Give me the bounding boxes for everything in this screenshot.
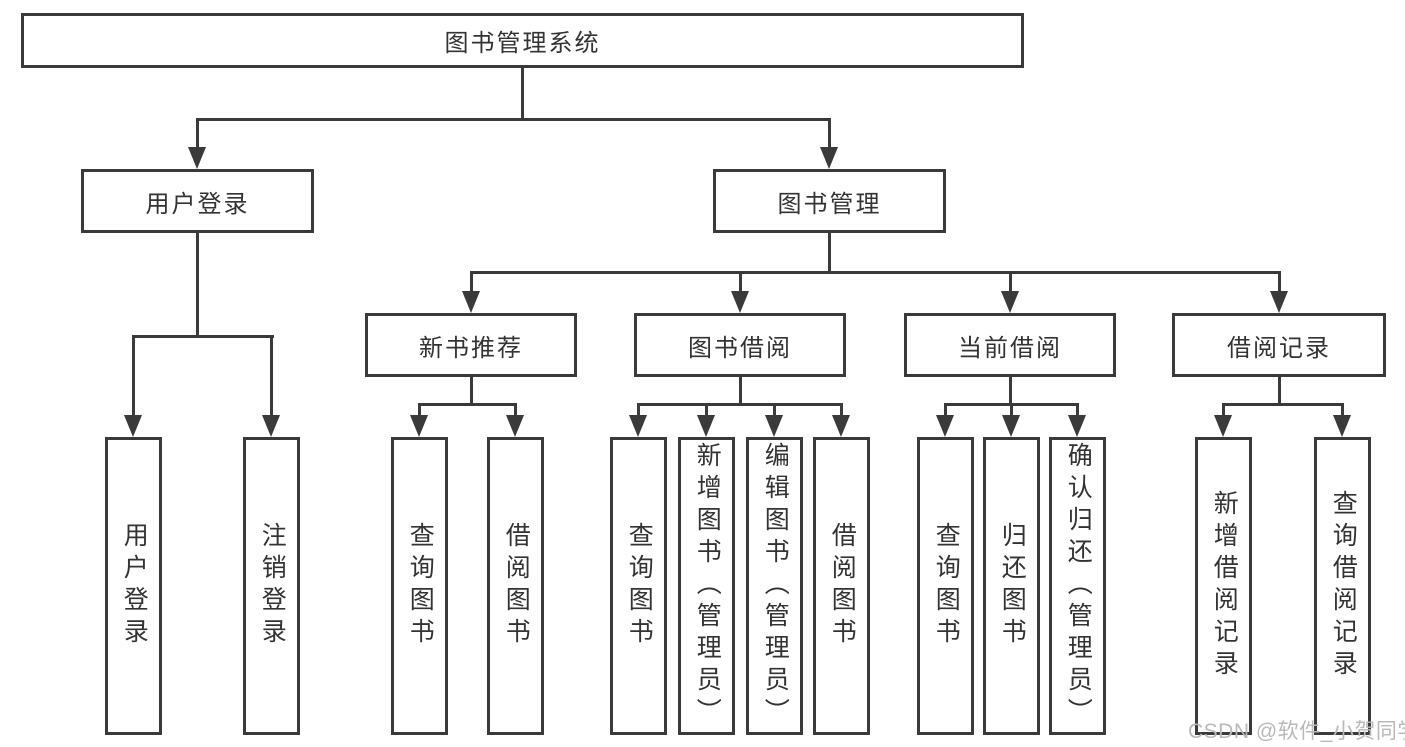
connector-line [470,271,1281,274]
arrow-down-icon [462,291,480,313]
node-label: 用户登录 [145,190,250,218]
node-label: 图书管理系统 [444,30,601,57]
connector-line [1010,403,1013,417]
leaf-query-book-current: 查询图书 [917,437,974,735]
leaf-query-book-recommend: 查询图书 [391,437,448,735]
leaf-query-borrow-record: 查询借阅记录 [1314,437,1371,735]
node-label: 用户登录 [120,522,149,650]
leaf-confirm-return-admin: 确认归还（管理员） [1049,437,1106,735]
connector-line [418,403,517,406]
connector-line [637,403,843,406]
arrow-down-icon [820,147,838,169]
connector-line [828,233,831,273]
node-label: 确认归还（管理员） [1064,442,1093,730]
arrow-down-icon [1002,415,1020,437]
arrow-down-icon [124,415,142,437]
arrow-down-icon [697,415,715,437]
arrow-down-icon [1214,415,1232,437]
leaf-borrow-book: 借阅图书 [813,437,870,735]
connector-line [1222,403,1344,406]
connector-line [514,403,517,417]
csdn-watermark: CSDN @软件_小贺同学 [1188,720,1405,743]
arrow-down-icon [832,415,850,437]
node-label: 查询图书 [932,522,961,650]
node-label: 借阅记录 [1227,334,1331,362]
node-label: 当前借阅 [958,334,1062,362]
connector-line [196,118,199,150]
connector-line [1009,377,1012,406]
node-label: 图书管理 [777,190,882,218]
connector-line [1222,403,1225,417]
node-current-borrowing: 当前借阅 [904,313,1116,377]
arrow-down-icon [936,415,954,437]
node-label: 借阅图书 [828,522,857,650]
leaf-add-borrow-record: 新增借阅记录 [1195,437,1252,735]
leaf-user-login: 用户登录 [105,437,162,735]
arrow-down-icon [410,415,428,437]
connector-line [196,233,199,337]
node-book-borrowing: 图书借阅 [634,313,846,377]
node-root: 图书管理系统 [21,13,1024,68]
node-label: 查询图书 [406,522,435,650]
node-book-management: 图书管理 [713,169,946,233]
arrow-down-icon [1270,291,1288,313]
arrow-down-icon [188,147,206,169]
arrow-down-icon [262,415,280,437]
node-label: 新增借阅记录 [1210,490,1239,682]
connector-line [739,271,742,293]
node-label: 借阅图书 [502,522,531,650]
node-user-login: 用户登录 [81,169,314,233]
node-label: 注销登录 [258,522,287,650]
connector-line [470,377,473,406]
node-new-book-recommendation: 新书推荐 [365,313,577,377]
connector-line [739,377,742,406]
connector-line [944,403,947,417]
node-label: 新书推荐 [419,334,523,362]
arrow-down-icon [731,291,749,313]
connector-line [773,403,776,417]
connector-line [637,403,640,417]
connector-line [521,66,524,119]
arrow-down-icon [1068,415,1086,437]
connector-line [470,271,473,293]
connector-line [196,118,831,121]
leaf-logout: 注销登录 [243,437,300,735]
node-label: 归还图书 [998,522,1027,650]
leaf-query-book-borrowing: 查询图书 [610,437,667,735]
connector-line [840,403,843,417]
connector-line [1278,377,1281,406]
connector-line [828,118,831,150]
connector-line [132,335,135,417]
connector-line [705,403,708,417]
leaf-return-book: 归还图书 [983,437,1040,735]
node-label: 查询图书 [625,522,654,650]
node-label: 新增图书（管理员） [693,442,722,730]
connector-line [1341,403,1344,417]
connector-line [132,335,274,338]
node-label: 图书借阅 [688,334,792,362]
arrow-down-icon [506,415,524,437]
connector-line [270,335,273,417]
leaf-edit-book-admin: 编辑图书（管理员） [746,437,803,735]
connector-line [1076,403,1079,417]
arrow-down-icon [1001,291,1019,313]
connector-line [418,403,421,417]
leaf-borrow-book-recommend: 借阅图书 [487,437,544,735]
node-label: 编辑图书（管理员） [761,442,790,730]
leaf-add-book-admin: 新增图书（管理员） [678,437,735,735]
arrow-down-icon [629,415,647,437]
arrow-down-icon [765,415,783,437]
arrow-down-icon [1333,415,1351,437]
node-label: 查询借阅记录 [1329,490,1358,682]
connector-line [1009,271,1012,293]
node-borrowing-records: 借阅记录 [1172,313,1386,377]
connector-line [1278,271,1281,293]
